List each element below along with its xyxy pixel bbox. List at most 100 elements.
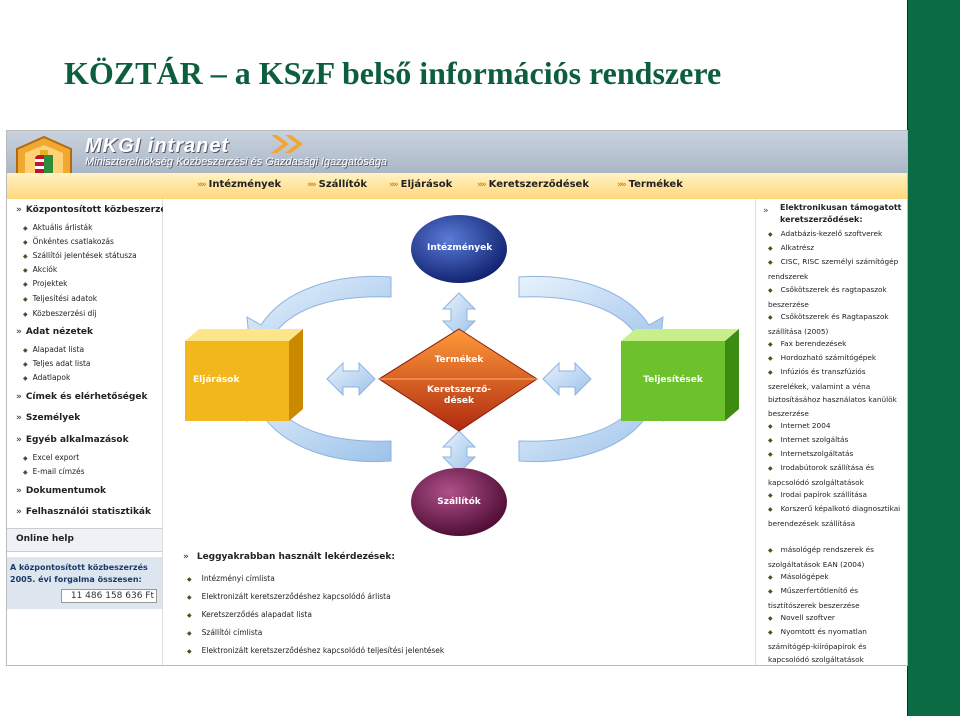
nav-szallitok[interactable]: »»Szállítók — [307, 179, 367, 190]
bullet-icon: ◆ — [23, 267, 28, 274]
chevron-right-icon: » — [16, 507, 22, 517]
chevron-right-icon: » — [183, 552, 189, 562]
bullet-icon: ◆ — [23, 469, 28, 476]
menu-felhasznaloi-statisztikak[interactable]: »Felhasználói statisztikák — [16, 507, 151, 517]
bullet-icon: ◆ — [768, 369, 773, 376]
menu-item[interactable]: ◆Teljes adat lista — [23, 359, 91, 368]
bullet-icon: ◆ — [23, 311, 28, 318]
diagram-label-right[interactable]: Teljesítések — [643, 375, 703, 385]
bullet-icon: ◆ — [768, 245, 773, 252]
slide-side-bar — [907, 0, 960, 716]
bullet-icon: ◆ — [768, 465, 773, 472]
queries-title: »Leggyakrabban használt lekérdezések: — [183, 552, 395, 562]
contract-link[interactable]: ◆másológép rendszerek és szolgáltatások … — [768, 545, 874, 569]
menu-item[interactable]: ◆Önkéntes csatlakozás — [23, 237, 114, 246]
online-help[interactable]: Online help — [7, 528, 162, 552]
intranet-subtitle: Miniszterelnökség Közbeszerzési és Gazda… — [85, 156, 388, 168]
query-link[interactable]: ◆Szállítói címlista — [187, 628, 263, 637]
chevron-right-icon: » — [16, 435, 22, 445]
contract-link[interactable]: ◆Másológépek — [768, 572, 829, 581]
turnover-value-field: 11 486 158 636 Ft — [61, 589, 157, 603]
nav-eljarasok[interactable]: »»Eljárások — [389, 179, 453, 190]
query-link[interactable]: ◆Elektronizált keretszerződéshez kapcsol… — [187, 646, 445, 655]
contract-link[interactable]: ◆Irodabútorok szállítása és kapcsolódó s… — [768, 463, 875, 487]
contract-link[interactable]: ◆Csőkötszerek és ragtapaszok beszerzése — [768, 285, 887, 309]
bullet-icon: ◆ — [23, 296, 28, 303]
contract-link[interactable]: ◆Infúziós és transzfúziós szerelékek, va… — [768, 367, 897, 418]
contract-link[interactable]: ◆Csőkötszerek és Ragtapaszok szállítása … — [768, 312, 889, 336]
bullet-icon: ◆ — [187, 612, 192, 619]
bullet-icon: ◆ — [768, 287, 773, 294]
menu-item[interactable]: ◆Akciók — [23, 265, 58, 274]
diagram-label-center-bottom-2[interactable]: dések — [444, 396, 474, 406]
query-link[interactable]: ◆Keretszerződés alapadat lista — [187, 610, 312, 619]
contract-link[interactable]: ◆Nyomtott és nyomatlan számítógép-kiíróp… — [768, 627, 867, 664]
bullet-icon: ◆ — [768, 437, 773, 444]
diagram-label-center-bottom-1[interactable]: Keretszerző- — [426, 385, 492, 395]
chevron-right-icon: » — [16, 413, 22, 423]
bullet-icon: ◆ — [187, 630, 192, 637]
query-link[interactable]: ◆Intézményi címlista — [187, 574, 275, 583]
contract-link[interactable]: ◆Korszerű képalkotó diagnosztikai berend… — [768, 504, 901, 528]
menu-item[interactable]: ◆Alapadat lista — [23, 345, 85, 354]
menu-item[interactable]: ◆Szállítói jelentések státusza — [23, 251, 137, 260]
query-link[interactable]: ◆Elektronizált keretszerződéshez kapcsol… — [187, 592, 391, 601]
contract-link[interactable]: ◆Internetszolgáltatás — [768, 449, 854, 458]
menu-item[interactable]: ◆Excel export — [23, 453, 80, 462]
chevron-right-icon: » — [16, 486, 22, 496]
bullet-icon: ◆ — [23, 239, 28, 246]
bullet-icon: ◆ — [768, 451, 773, 458]
node-termekek-keretszerzodesek — [378, 328, 538, 432]
diagram-label-center-top[interactable]: Termékek — [434, 355, 484, 365]
contract-link[interactable]: ◆Irodai papírok szállítása — [768, 490, 867, 499]
contract-link[interactable]: ◆Alkatrész — [768, 243, 815, 252]
contract-link[interactable]: ◆Internet 2004 — [768, 421, 831, 430]
slide-title: KÖZTÁR – a KSzF belső információs rendsz… — [64, 55, 722, 91]
menu-item[interactable]: ◆E-mail címzés — [23, 467, 85, 476]
nav-intezmenyek[interactable]: »»Intézmények — [197, 179, 282, 190]
bullet-icon: ◆ — [768, 259, 773, 266]
contract-link[interactable]: ◆CISC, RISC személyi számítógép rendszer… — [768, 257, 899, 281]
contract-link[interactable]: ◆Novell szoftver — [768, 613, 835, 622]
diagram-label-left[interactable]: Eljárások — [193, 375, 240, 385]
menu-item[interactable]: ◆Adatlapok — [23, 373, 71, 382]
chevron-right-icon: » — [16, 205, 22, 215]
turnover-label-2: 2005. évi forgalma összesen: — [10, 575, 142, 584]
contract-link[interactable]: ◆Hordozható számítógépek — [768, 353, 877, 362]
bullet-icon: ◆ — [768, 231, 773, 238]
nav-keretszerzodesek[interactable]: »»Keretszerződések — [477, 179, 589, 190]
menu-kozpontositott-kozbeszerzes[interactable]: »Központosított közbeszerzés — [16, 205, 172, 215]
double-arrow-bottom — [441, 430, 477, 474]
menu-egyeb-alkalmazasok[interactable]: »Egyéb alkalmazások — [16, 435, 129, 445]
contract-link[interactable]: ◆Adatbázis-kezelő szoftverek — [768, 229, 883, 238]
nav-termekek[interactable]: »»Termékek — [617, 179, 683, 190]
turnover-box: A központosított közbeszerzés 2005. évi … — [7, 557, 162, 609]
bullet-icon: ◆ — [768, 574, 773, 581]
left-sidebar: »Központosított közbeszerzés ◆Aktuális á… — [7, 199, 172, 665]
contract-link[interactable]: ◆Műszerfertőtlenítő és tisztítószerek be… — [768, 586, 860, 610]
bullet-icon: ◆ — [187, 648, 192, 655]
bullet-icon: ◆ — [768, 615, 773, 622]
contract-link[interactable]: ◆Internet szolgáltás — [768, 435, 849, 444]
menu-item[interactable]: ◆Teljesítési adatok — [23, 294, 98, 303]
menu-szemelyek[interactable]: »Személyek — [16, 413, 81, 423]
diagram-label-bottom[interactable]: Szállítók — [437, 497, 481, 507]
menu-item[interactable]: ◆Közbeszerzési díj — [23, 309, 97, 318]
contract-link[interactable]: ◆Fax berendezések — [768, 339, 847, 348]
bullet-icon: ◆ — [23, 361, 28, 368]
bullet-icon: ◆ — [768, 547, 773, 554]
menu-item[interactable]: ◆Projektek — [23, 279, 68, 288]
menu-item[interactable]: ◆Aktuális árlisták — [23, 223, 93, 232]
menu-adat-nezetek[interactable]: »Adat nézetek — [16, 327, 93, 337]
menu-cimek[interactable]: »Címek és elérhetőségek — [16, 392, 148, 402]
bullet-icon: ◆ — [768, 506, 773, 513]
menu-dokumentumok[interactable]: »Dokumentumok — [16, 486, 107, 496]
diagram-label-top[interactable]: Intézmények — [427, 243, 493, 253]
double-arrow-left — [326, 361, 376, 397]
intranet-header: MKGI intranet Miniszterelnökség Közbesze… — [7, 131, 907, 195]
turnover-label-1: A központosított közbeszerzés — [10, 563, 148, 572]
chevron-right-icon: » — [16, 327, 22, 337]
center-content: Intézmények Eljárások Teljesítések Száll… — [163, 199, 755, 665]
chevron-right-icon: » — [16, 392, 22, 402]
